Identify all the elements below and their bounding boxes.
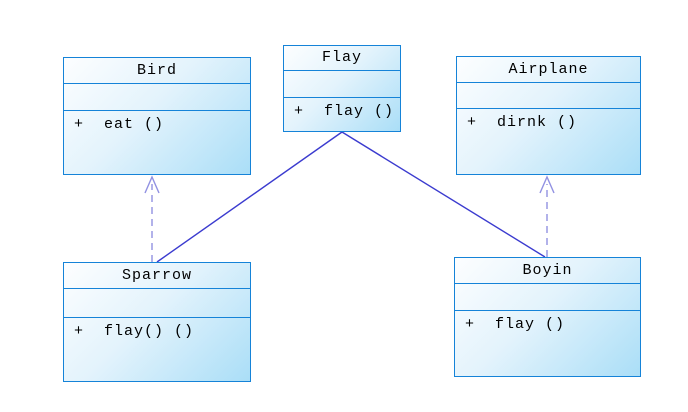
class-attributes-section [284, 70, 400, 97]
open-arrowhead-icon [539, 175, 555, 194]
class-title: Flay [321, 49, 362, 66]
dashed-arrow-sparrow-bird [144, 175, 160, 262]
class-method: + flay () [294, 103, 395, 120]
class-title: Bird [136, 62, 177, 79]
open-arrowhead-icon [144, 175, 160, 194]
class-methods-section: + flay() () [64, 317, 250, 378]
class-box-boyin[interactable]: Boyin + flay () [454, 257, 641, 377]
class-title: Boyin [522, 262, 573, 279]
class-methods-section: + flay () [455, 310, 640, 373]
class-methods-section: + eat () [64, 110, 250, 171]
class-attributes-section [457, 82, 640, 108]
class-method: + eat () [74, 116, 165, 133]
class-methods-section: + flay () [284, 97, 400, 126]
class-method: + flay() () [74, 323, 195, 340]
class-attributes-section [64, 83, 250, 110]
class-method: + flay () [465, 316, 566, 333]
class-methods-section: + dirnk () [457, 108, 640, 171]
dashed-arrow-boyin-airplane [539, 175, 555, 257]
class-title: Sparrow [121, 267, 192, 284]
class-attributes-section [64, 288, 250, 317]
class-method: + dirnk () [467, 114, 578, 131]
class-box-bird[interactable]: Bird + eat () [63, 57, 251, 175]
class-box-sparrow[interactable]: Sparrow + flay() () [63, 262, 251, 382]
class-title: Airplane [508, 61, 589, 78]
class-box-airplane[interactable]: Airplane + dirnk () [456, 56, 641, 175]
class-box-flay[interactable]: Flay + flay () [283, 45, 401, 132]
class-attributes-section [455, 283, 640, 310]
